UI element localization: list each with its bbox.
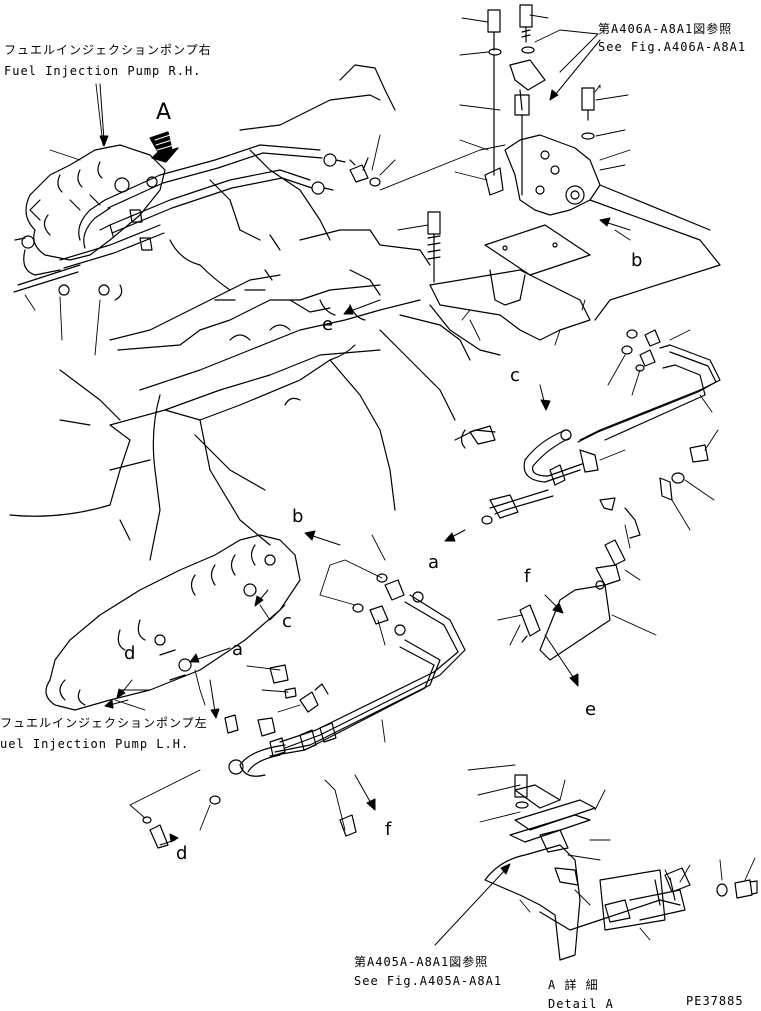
drawing-number: PE37885 xyxy=(686,994,744,1008)
fuel-injection-pump-lh xyxy=(46,535,300,710)
upper-fuel-tubes xyxy=(60,145,345,268)
lower-fuel-tubes xyxy=(143,574,465,848)
right-tube-lines xyxy=(590,185,720,320)
ref-letter-c-lower: c xyxy=(282,611,292,632)
pump-rh-label-en: Fuel Injection Pump R.H. xyxy=(4,64,202,78)
ref-letter-e-upper: e xyxy=(322,314,334,335)
ref-a405-label-en: See Fig.A405A-A8A1 xyxy=(354,974,503,988)
leader-lines xyxy=(25,15,755,940)
ref-letter-b-lower: b xyxy=(292,506,304,527)
ref-a406-label-en: See Fig.A406A-A8A1 xyxy=(598,40,747,54)
ref-letter-d-upper: d xyxy=(124,643,136,664)
direction-arrows xyxy=(100,40,630,945)
ref-letter-e-lower: e xyxy=(585,699,597,720)
middle-right-fittings xyxy=(455,330,720,660)
ref-a405-label-jp: 第A405A-A8A1図参照 xyxy=(354,955,489,969)
detail-a-label-jp: A 詳 細 xyxy=(548,978,599,992)
fuel-injection-pump-rh xyxy=(14,145,165,300)
engine-block xyxy=(10,65,500,560)
ref-a406-label-jp: 第A406A-A8A1図参照 xyxy=(598,22,733,36)
bracket-assembly xyxy=(428,5,600,340)
ref-letter-f-right: f xyxy=(524,566,531,587)
pump-lh-label-en: uel Injection Pump L.H. xyxy=(0,737,190,751)
ref-letter-a-right: a xyxy=(428,552,440,573)
ref-letter-a-left: a xyxy=(232,639,244,660)
view-a-arrow xyxy=(150,132,178,162)
detail-a-label-en: Detail A xyxy=(548,997,614,1011)
upper-fittings xyxy=(350,158,380,186)
ref-letter-d-lower: d xyxy=(176,843,188,864)
ref-letter-f-lower: f xyxy=(385,819,392,840)
detail-a-view xyxy=(485,775,757,960)
pump-rh-label-jp: フュエルインジェクションポンプ右 xyxy=(4,43,212,57)
ref-letter-c-upper: c xyxy=(510,365,520,386)
ref-letter-b-upper: b xyxy=(631,250,643,271)
pump-lh-label-jp: フュエルインジェクションポンプ左 xyxy=(0,716,208,730)
view-a-letter: A xyxy=(156,100,172,125)
